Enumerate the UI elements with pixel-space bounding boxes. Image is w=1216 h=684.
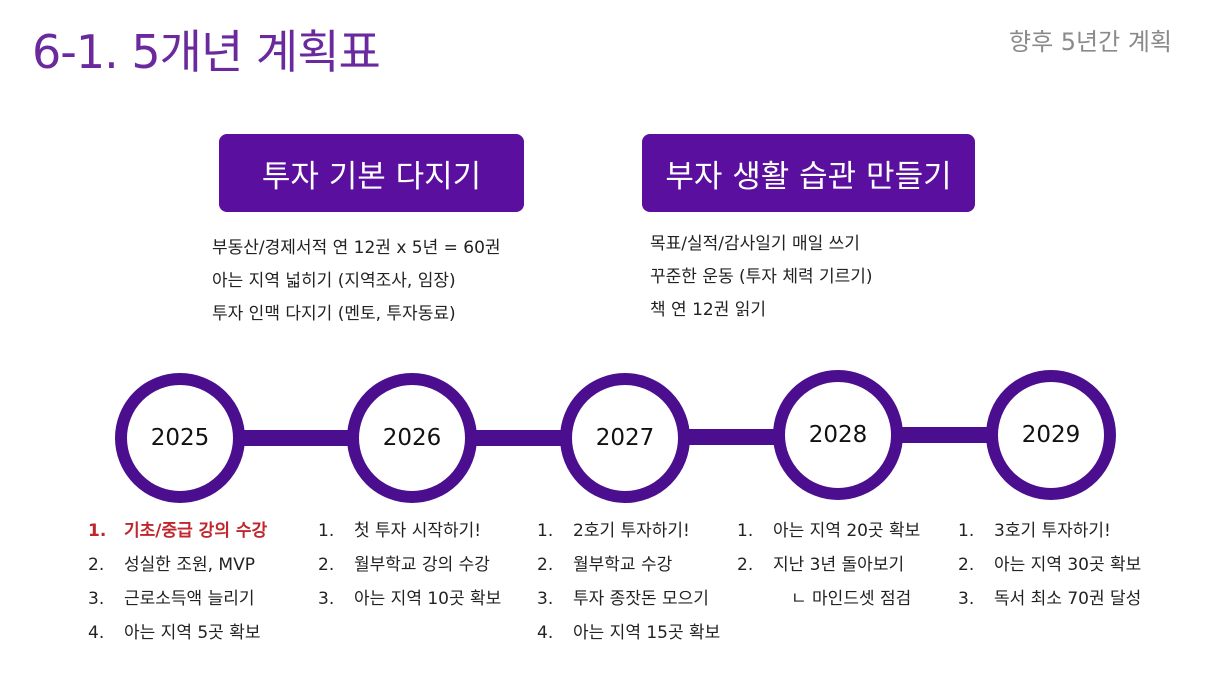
theme-box-investment-basics: 투자 기본 다지기 (219, 134, 524, 212)
goal-number: 1. (537, 521, 554, 541)
page-subtitle: 향후 5년간 계획 (1008, 28, 1172, 56)
theme-item: 아는 지역 넓히기 (지역조사, 임장) (212, 271, 456, 291)
goal-text: 아는 지역 5곳 확보 (124, 623, 261, 643)
year-label: 2025 (150, 425, 210, 451)
theme-item: 부동산/경제서적 연 12권 x 5년 = 60권 (212, 238, 501, 258)
goal-number: 3. (958, 589, 975, 609)
goal-item: 3. 근로소득액 늘리기 (88, 582, 267, 616)
goal-number: 3. (88, 589, 105, 609)
goal-item: 1. 첫 투자 시작하기! (318, 514, 501, 548)
goal-item: 1. 2호기 투자하기! (537, 514, 720, 548)
year-circle-2028: 2028 (773, 370, 903, 500)
goal-text: 근로소득액 늘리기 (124, 589, 255, 609)
goal-item: 2. 아는 지역 30곳 확보 (958, 548, 1141, 582)
timeline-connector (686, 428, 777, 445)
timeline-connector (473, 430, 564, 446)
goal-text: 월부학교 수강 (573, 555, 673, 575)
goal-item: 2. 지난 3년 돌아보기 (737, 548, 920, 582)
goal-item: 3. 독서 최소 70권 달성 (958, 582, 1141, 616)
goal-text: 투자 종잣돈 모으기 (573, 589, 709, 609)
goal-text: 아는 지역 15곳 확보 (573, 623, 721, 643)
year-label: 2028 (808, 422, 868, 448)
goal-item: 3. 투자 종잣돈 모으기 (537, 582, 720, 616)
goal-number: 3. (318, 589, 335, 609)
theme-list-rich-habits: 목표/실적/감사일기 매일 쓰기 꾸준한 운동 (투자 체력 기르기) 책 연 … (650, 228, 873, 327)
goal-text: ㄴ 마인드셋 점검 (791, 589, 912, 609)
goal-text: 월부학교 강의 수강 (354, 555, 490, 575)
theme-list-investment-basics: 부동산/경제서적 연 12권 x 5년 = 60권 아는 지역 넓히기 (지역조… (212, 232, 501, 331)
goal-number: 2. (88, 555, 105, 575)
year-goals-2027: 1. 2호기 투자하기! 2. 월부학교 수강 3. 투자 종잣돈 모으기 4. 아는 지역 … (537, 514, 720, 650)
goal-number: 1. (958, 521, 975, 541)
goal-item: ㄴ 마인드셋 점검 (737, 582, 920, 616)
year-goals-2026: 1. 첫 투자 시작하기! 2. 월부학교 강의 수강 3. 아는 지역 10곳 확보 (318, 514, 501, 616)
goal-number: 1. (318, 521, 335, 541)
goal-text: 기초/중급 강의 수강 (124, 521, 268, 541)
goal-number: 1. (88, 521, 107, 541)
goal-number: 2. (537, 555, 554, 575)
goal-text: 아는 지역 10곳 확보 (354, 589, 502, 609)
theme-item: 투자 인맥 다지기 (멘토, 투자동료) (212, 304, 456, 324)
goal-item: 4. 아는 지역 15곳 확보 (537, 616, 720, 650)
year-circle-2027: 2027 (560, 373, 690, 503)
theme-box-rich-habits: 부자 생활 습관 만들기 (642, 134, 975, 212)
goal-item: 2. 월부학교 수강 (537, 548, 720, 582)
goal-number: 2. (958, 555, 975, 575)
theme-item: 목표/실적/감사일기 매일 쓰기 (650, 234, 860, 254)
goal-text: 아는 지역 30곳 확보 (994, 555, 1142, 575)
year-circle-2025: 2025 (115, 373, 245, 503)
goal-number: 2. (737, 555, 754, 575)
page-title: 6-1. 5개년 계획표 (32, 25, 381, 79)
goal-text: 3호기 투자하기! (994, 521, 1111, 541)
goal-text: 아는 지역 20곳 확보 (773, 521, 921, 541)
timeline-connector (241, 430, 351, 446)
year-label: 2029 (1021, 422, 1081, 448)
year-label: 2027 (595, 425, 655, 451)
theme-item: 책 연 12권 읽기 (650, 300, 767, 320)
year-circle-2026: 2026 (347, 373, 477, 503)
goal-item: 4. 아는 지역 5곳 확보 (88, 616, 267, 650)
timeline-connector (899, 427, 990, 443)
goal-number: 1. (737, 521, 754, 541)
goal-number: 4. (88, 623, 105, 643)
goal-item: 1. 기초/중급 강의 수강 (88, 514, 267, 548)
goal-item: 2. 성실한 조원, MVP (88, 548, 267, 582)
goal-item: 1. 아는 지역 20곳 확보 (737, 514, 920, 548)
goal-item: 1. 3호기 투자하기! (958, 514, 1141, 548)
goal-number: 4. (537, 623, 554, 643)
year-goals-2029: 1. 3호기 투자하기! 2. 아는 지역 30곳 확보 3. 독서 최소 70권 달성 (958, 514, 1141, 616)
goal-text: 지난 3년 돌아보기 (773, 555, 905, 575)
goal-item: 3. 아는 지역 10곳 확보 (318, 582, 501, 616)
year-circle-2029: 2029 (986, 370, 1116, 500)
goal-text: 독서 최소 70권 달성 (994, 589, 1142, 609)
goal-number: 3. (537, 589, 554, 609)
goal-item: 2. 월부학교 강의 수강 (318, 548, 501, 582)
year-label: 2026 (382, 425, 442, 451)
year-goals-2025: 1. 기초/중급 강의 수강 2. 성실한 조원, MVP 3. 근로소득액 늘리기 4. 아… (88, 514, 267, 650)
goal-text: 성실한 조원, MVP (124, 555, 255, 575)
theme-item: 꾸준한 운동 (투자 체력 기르기) (650, 267, 873, 287)
goal-number: 2. (318, 555, 335, 575)
year-goals-2028: 1. 아는 지역 20곳 확보 2. 지난 3년 돌아보기 ㄴ 마인드셋 점검 (737, 514, 920, 616)
goal-text: 2호기 투자하기! (573, 521, 690, 541)
goal-text: 첫 투자 시작하기! (354, 521, 482, 541)
